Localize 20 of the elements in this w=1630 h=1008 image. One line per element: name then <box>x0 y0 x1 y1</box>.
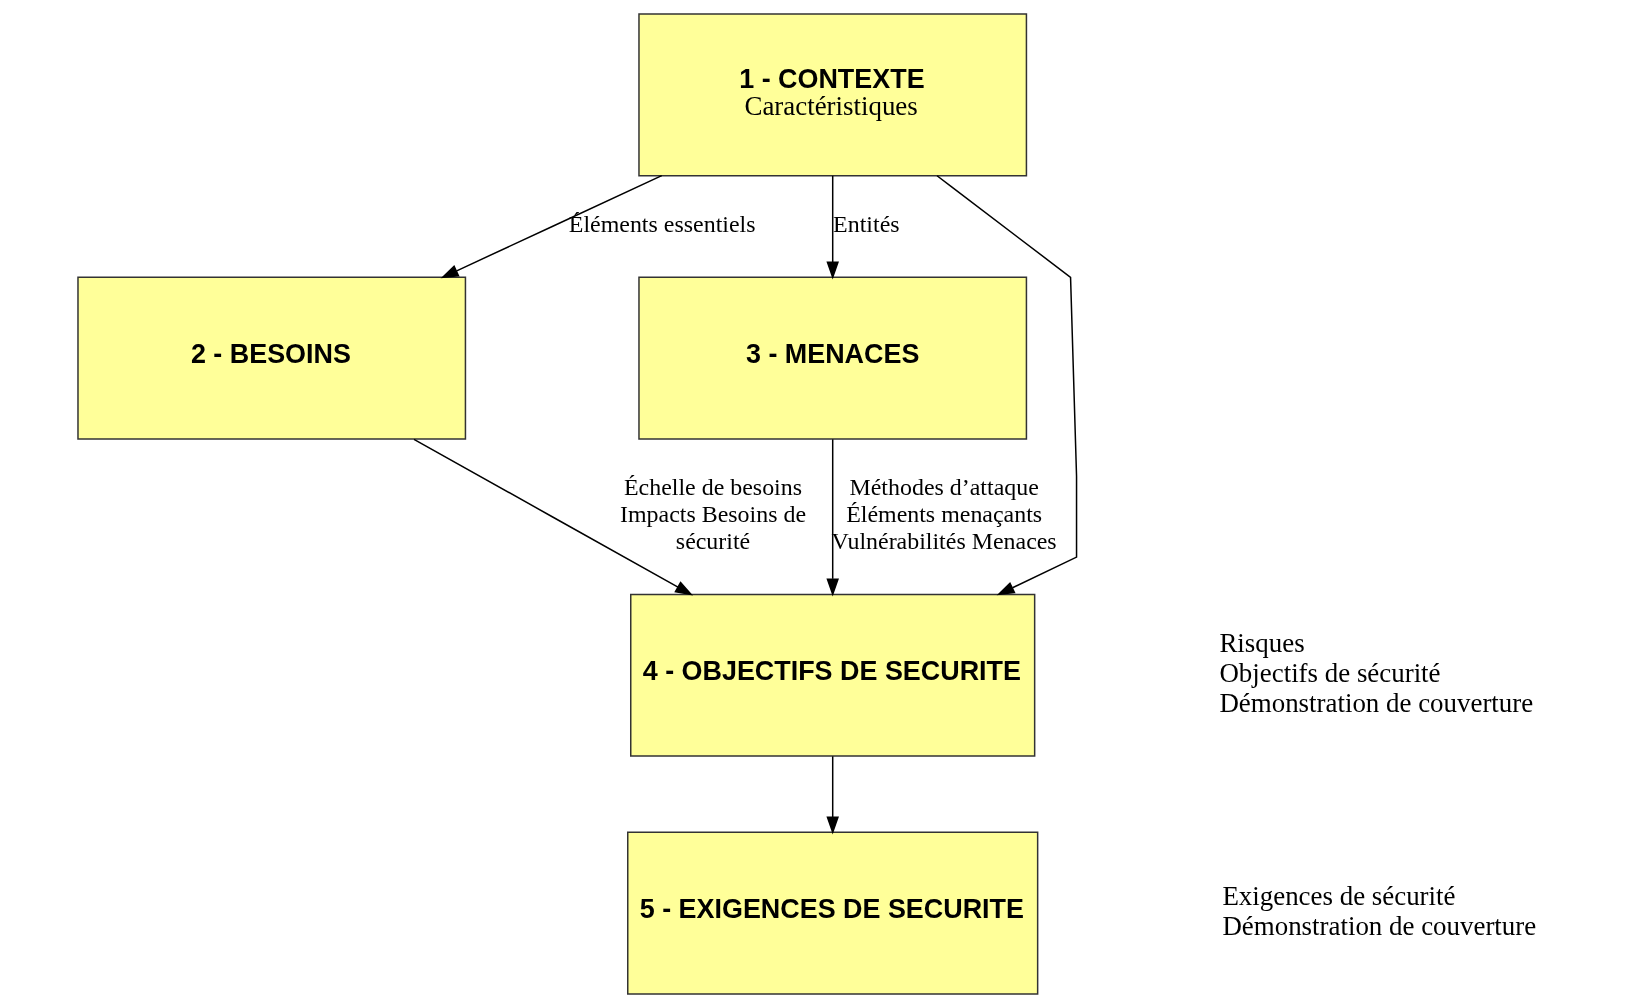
node-label: Démonstration de couverture <box>1218 687 1533 718</box>
edge-label: Entités <box>832 211 900 238</box>
edge-label: Méthodes d’attaque Éléments menaçants Vulnérabilités Menaces <box>831 474 1057 555</box>
arrow <box>935 175 1077 596</box>
arrow <box>825 175 839 280</box>
node-box: 1 - CONTEXTE Caractéristiques <box>637 13 1027 177</box>
node-box: 4 - OBJECTIFS DE SECURITE <box>629 593 1035 757</box>
node-box: 3 - MENACES <box>637 276 1027 440</box>
node-box: 5 - EXIGENCES DE SECURITE <box>626 831 1038 995</box>
edge-label: Échelle de besoins Impacts Besoins de sécurité <box>619 474 806 555</box>
arrow <box>412 438 693 596</box>
node-box: 2 - BESOINS <box>76 276 466 440</box>
edge-label: Éléments essentiels <box>568 211 756 238</box>
arrow <box>825 755 839 835</box>
arrow <box>440 174 662 279</box>
node-label: Démonstration de couverture <box>1221 910 1536 941</box>
node-label: Exigences de sécurité <box>1221 880 1455 911</box>
node-label: Objectifs de sécurité <box>1218 657 1441 688</box>
arrow <box>825 438 839 597</box>
node-label: Risques <box>1218 627 1305 658</box>
